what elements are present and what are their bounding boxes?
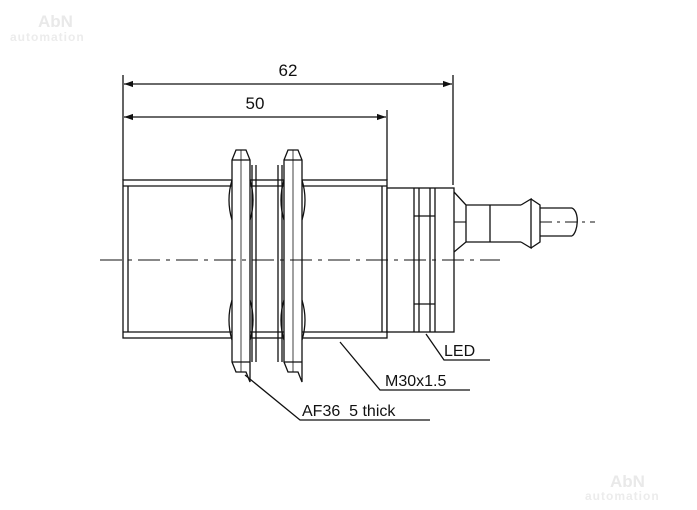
- nut-right: [280, 149, 306, 383]
- nut-leader: [244, 374, 430, 421]
- watermark-tagline: automation: [585, 489, 660, 503]
- threaded-body: [122, 179, 388, 339]
- washers: [251, 165, 283, 362]
- watermark-brand: AbN: [610, 472, 645, 491]
- led-label: LED: [444, 343, 475, 360]
- cable: [540, 207, 578, 237]
- nut-label: AF36 5 thick: [302, 403, 396, 420]
- thread-label: M30x1.5: [385, 373, 446, 390]
- led-leader: [425, 333, 490, 361]
- dimension-50-label: 50: [246, 94, 265, 113]
- watermark-brand: AbN: [38, 12, 73, 31]
- nut-left: [228, 149, 254, 383]
- dimension-62-label: 62: [279, 61, 298, 80]
- thread-leader: [339, 341, 470, 391]
- watermark-bottom-right: AbN automation: [585, 472, 660, 503]
- watermark-tagline: automation: [10, 30, 85, 44]
- cable-gland: [453, 191, 541, 253]
- watermark-top-left: AbN automation: [10, 12, 85, 44]
